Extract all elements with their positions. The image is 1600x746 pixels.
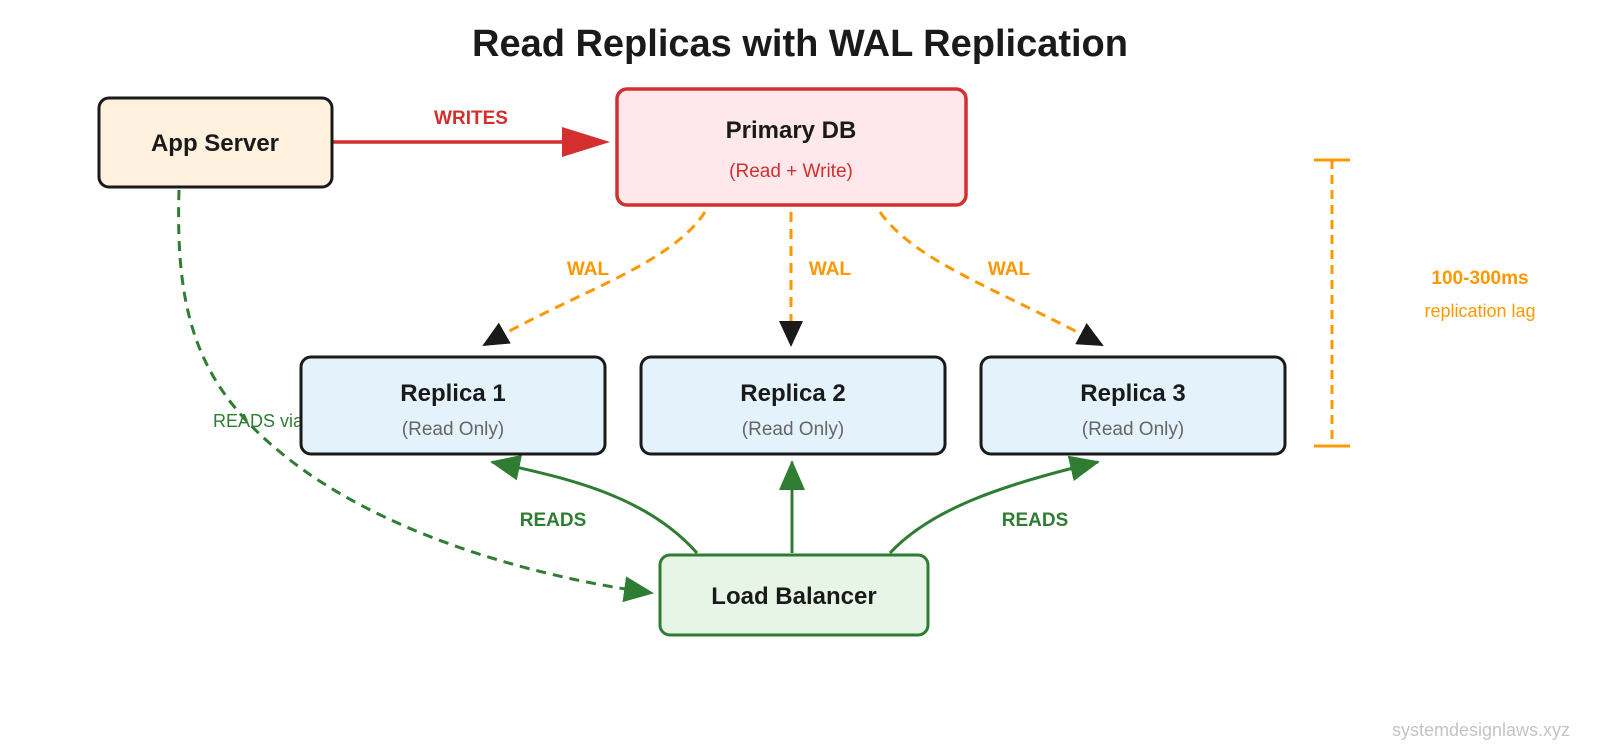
writes-label: WRITES [434,108,508,129]
replica-1-sublabel: (Read Only) [402,419,504,440]
primary-db-node[interactable]: Primary DB (Read + Write) [615,87,968,207]
writes-arrowhead [562,127,610,157]
wal-label-2: WAL [809,259,852,280]
replica-1-label: Replica 1 [400,380,505,407]
wal-edge-3 [878,211,1104,347]
wal-edge-1 [482,211,707,347]
replica-3-sublabel: (Read Only) [1082,419,1184,440]
reads-label-right: READS [1002,510,1069,531]
read-edge-replica-1 [490,454,699,554]
replica-node-2[interactable]: Replica 2 (Read Only) [639,355,947,456]
lb-read-edges: READS READS [490,454,1100,555]
load-balancer-label: Load Balancer [711,583,876,610]
primary-db-sublabel: (Read + Write) [729,161,853,182]
load-balancer-node[interactable]: Load Balancer [658,553,930,637]
replica-node-1[interactable]: Replica 1 (Read Only) [299,355,607,456]
replica-3-label: Replica 3 [1080,380,1185,407]
wal-label-1: WAL [567,259,610,280]
replication-lag-bracket: 100-300ms replication lag [1314,158,1536,448]
primary-db-label: Primary DB [726,117,857,144]
app-server-node[interactable]: App Server [97,96,334,189]
replica-2-label: Replica 2 [740,380,845,407]
replication-lag-value: 100-300ms [1431,268,1528,289]
watermark: systemdesignlaws.xyz [1392,720,1570,740]
replica-node-3[interactable]: Replica 3 (Read Only) [979,355,1287,456]
writes-edge: WRITES [330,108,610,157]
reads-label-left: READS [520,510,587,531]
diagram-title: Read Replicas with WAL Replication [472,23,1128,65]
read-edge-replica-3 [888,455,1100,555]
app-server-label: App Server [151,130,279,157]
wal-label-3: WAL [988,259,1031,280]
replication-lag-caption: replication lag [1424,301,1535,321]
replica-2-sublabel: (Read Only) [742,419,844,440]
wal-edges: WAL WAL WAL [482,211,1104,347]
